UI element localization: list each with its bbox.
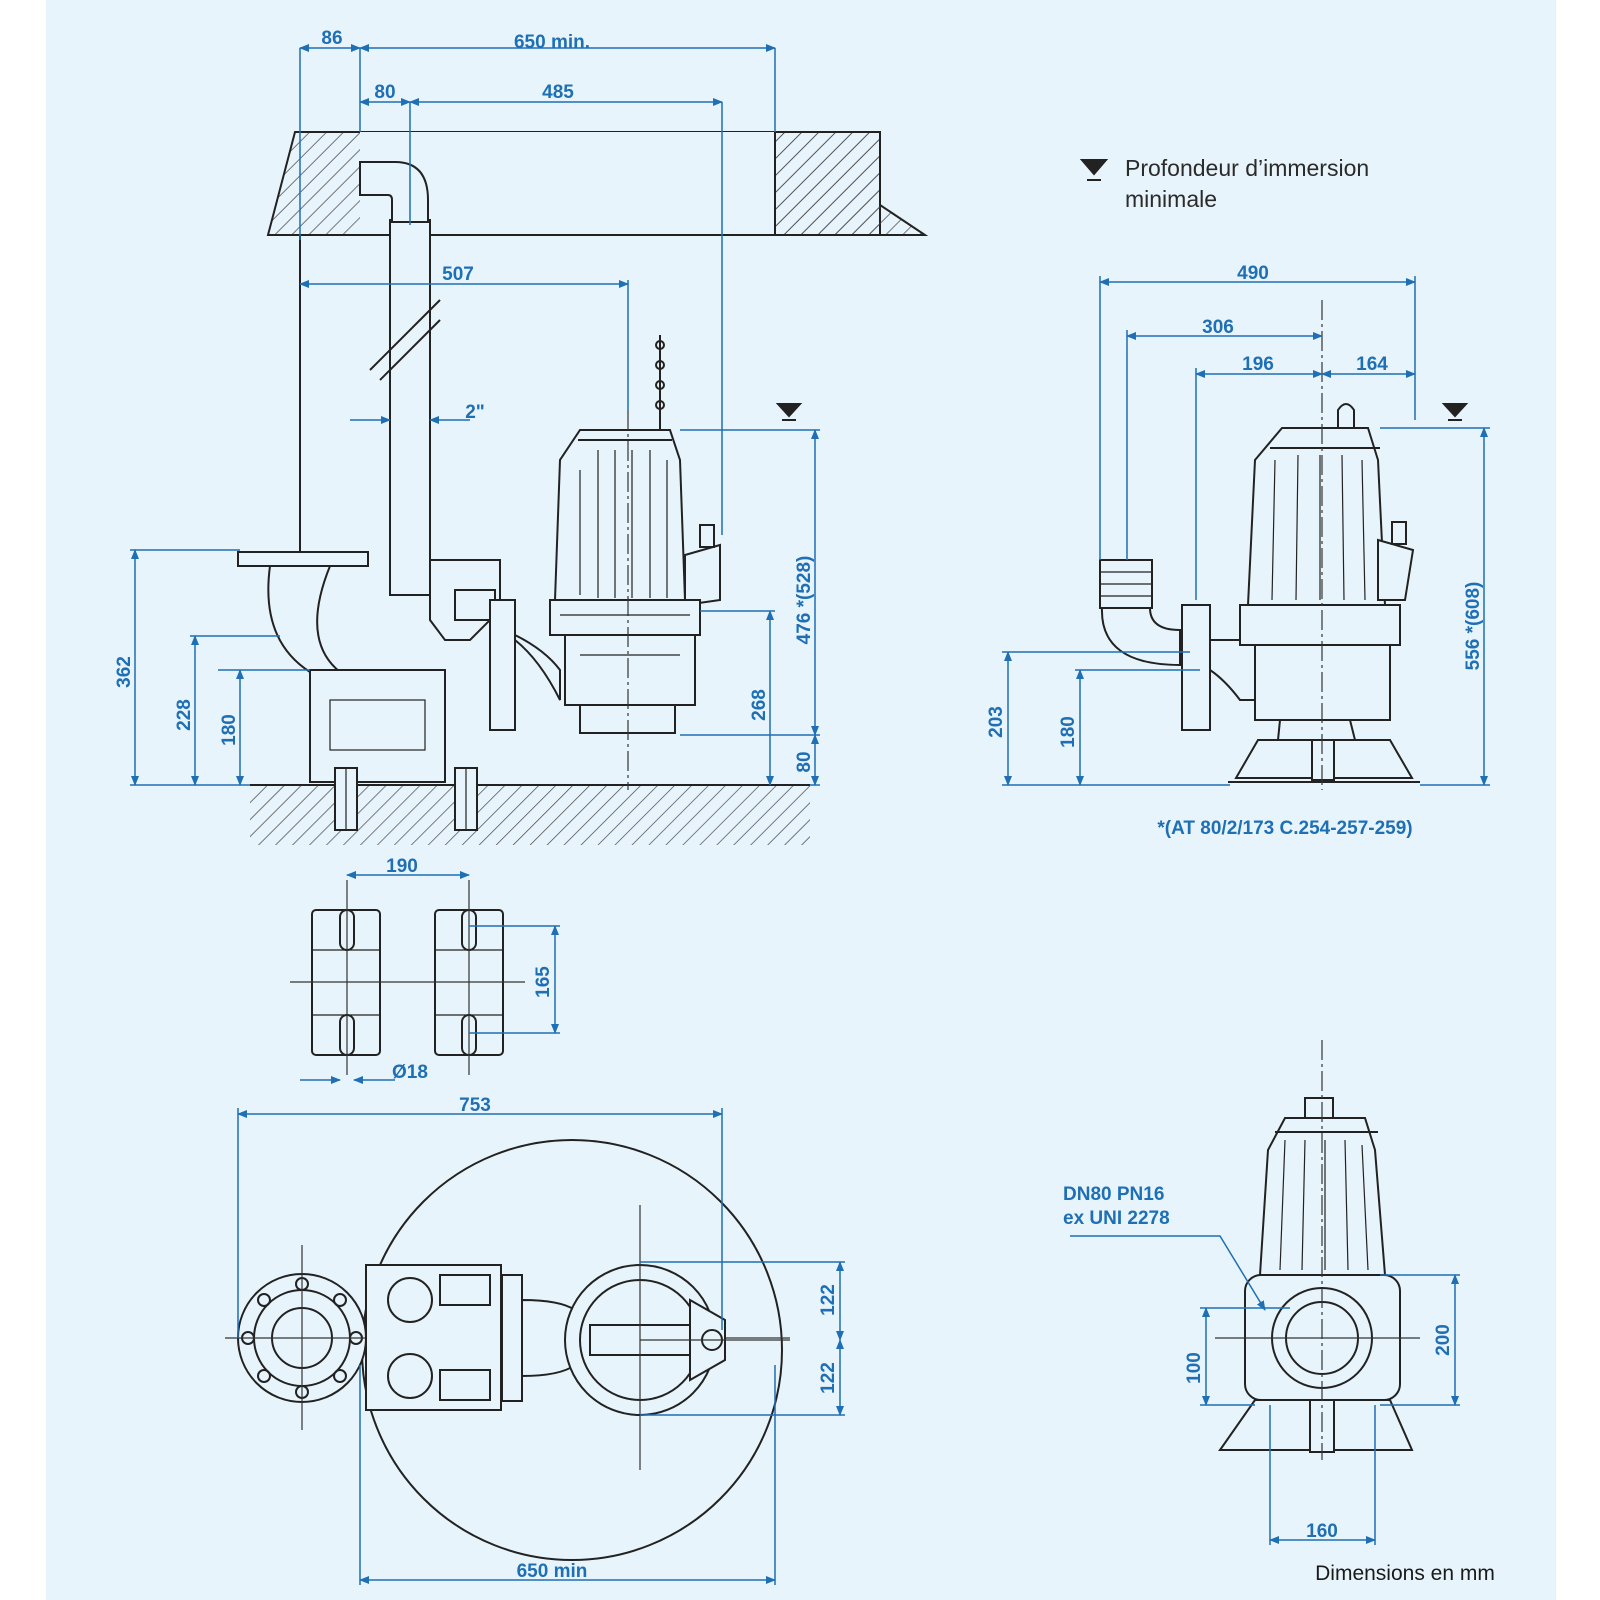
pump-side [549, 335, 721, 734]
units-note: Dimensions en mm [1315, 1562, 1495, 1585]
side-view: 86 650 min. 80 485 507 2" [114, 28, 929, 845]
dim-650-top: 650 min. [514, 32, 590, 53]
dim-362: 362 [114, 656, 135, 688]
immersion-symbol-icon [1079, 159, 1109, 181]
dim-160: 160 [1306, 1521, 1338, 1542]
foot-detail: 190 165 Ø18 [290, 856, 560, 1084]
flange-label-line2: ex UNI 2278 [1063, 1208, 1170, 1229]
duckfoot-base [309, 669, 446, 783]
at-reference-note: *(AT 80/2/173 C.254-257-259) [1157, 818, 1412, 839]
dim-228: 228 [174, 699, 195, 731]
front-view: 490 306 196 164 203 180 556 *(6 [986, 263, 1490, 839]
dim-650-min: 650 min [517, 1561, 588, 1582]
flange-view: DN80 PN16 ex UNI 2278 100 200 160 [1063, 1040, 1460, 1545]
dim-476: 476 *(528) [794, 556, 815, 645]
dim-268: 268 [749, 689, 770, 721]
side-dimensions: 86 650 min. 80 485 507 2" [114, 28, 820, 786]
dim-490: 490 [1237, 263, 1269, 284]
dim-753: 753 [459, 1095, 491, 1116]
dim-180-side: 180 [219, 714, 240, 746]
dim-86: 86 [321, 28, 342, 49]
immersion-marker-front-icon [1441, 403, 1469, 421]
dim-80-top: 80 [374, 82, 395, 103]
dim-100: 100 [1184, 1352, 1205, 1384]
dim-507: 507 [442, 264, 474, 285]
dim-203: 203 [986, 706, 1007, 738]
dim-165: 165 [533, 966, 554, 998]
legend-line2: minimale [1125, 186, 1217, 212]
dim-190: 190 [386, 856, 418, 877]
immersion-marker-icon [775, 403, 803, 421]
front-dimensions: 490 306 196 164 203 180 556 *(6 [986, 263, 1490, 786]
dim-122-top: 122 [818, 1284, 839, 1316]
plan-view: 753 122 122 650 min [225, 1095, 845, 1585]
dim-306: 306 [1202, 317, 1234, 338]
legend-line1: Profondeur d’immersion [1125, 155, 1369, 181]
dim-122-bottom: 122 [818, 1362, 839, 1394]
dim-180-front: 180 [1058, 716, 1079, 748]
dim-556: 556 *(608) [1463, 582, 1484, 671]
dim-80-bottom: 80 [794, 751, 815, 772]
dim-164: 164 [1356, 354, 1388, 375]
discharge-pipe [389, 219, 431, 596]
immersion-legend: Profondeur d’immersion minimale [1079, 155, 1369, 212]
dim-18: Ø18 [392, 1062, 428, 1083]
dim-485: 485 [542, 82, 574, 103]
dim-200: 200 [1433, 1324, 1454, 1356]
dim-196: 196 [1242, 354, 1274, 375]
dim-2in: 2" [465, 402, 485, 423]
flange-label-line1: DN80 PN16 [1063, 1184, 1164, 1205]
